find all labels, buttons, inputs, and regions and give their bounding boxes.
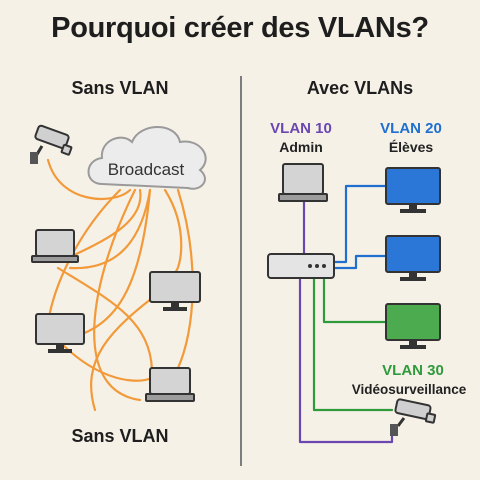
broadcast-cloud-icon: [87, 126, 207, 190]
camera-icon: [30, 124, 73, 164]
vlan10-name: Admin: [279, 139, 323, 155]
left-footer: Sans VLAN: [71, 426, 169, 446]
laptop-icon: [278, 163, 328, 202]
broadcast-line: [62, 344, 154, 382]
broadcast-line: [68, 188, 152, 270]
broadcast-line: [56, 266, 154, 372]
vlan10-id: VLAN 10: [270, 120, 332, 137]
cloud-label: Broadcast: [108, 160, 185, 179]
monitor-icon: [149, 271, 201, 311]
vlan30-line: [312, 276, 394, 412]
vlan30-id: VLAN 30: [382, 362, 444, 379]
monitor-icon: [385, 167, 441, 213]
vlan10-line: [298, 276, 394, 444]
vlan30-name: Vidéosurveillance: [351, 382, 467, 397]
left-heading: Sans VLAN: [71, 78, 169, 98]
vlan30-line: [322, 276, 388, 324]
monitor-icon: [35, 313, 85, 353]
broadcast-line: [90, 290, 162, 412]
camera-icon: [390, 398, 437, 436]
panel-divider: [240, 76, 242, 466]
laptop-icon: [31, 229, 79, 263]
monitor-icon: [385, 235, 441, 281]
vlan20-id: VLAN 20: [380, 120, 442, 137]
monitor-icon: [385, 303, 441, 349]
broadcast-line: [93, 188, 142, 402]
laptop-icon: [145, 367, 195, 402]
vlan20-name: Élèves: [388, 139, 434, 155]
broadcast-line: [46, 158, 132, 200]
broadcast-line: [163, 188, 183, 274]
page-title: Pourquoi créer des VLANs?: [51, 12, 429, 44]
vlan20-line: [330, 254, 388, 270]
vlan20-line: [330, 184, 388, 264]
right-heading: Avec VLANs: [306, 78, 414, 98]
switch-icon: [267, 253, 335, 279]
